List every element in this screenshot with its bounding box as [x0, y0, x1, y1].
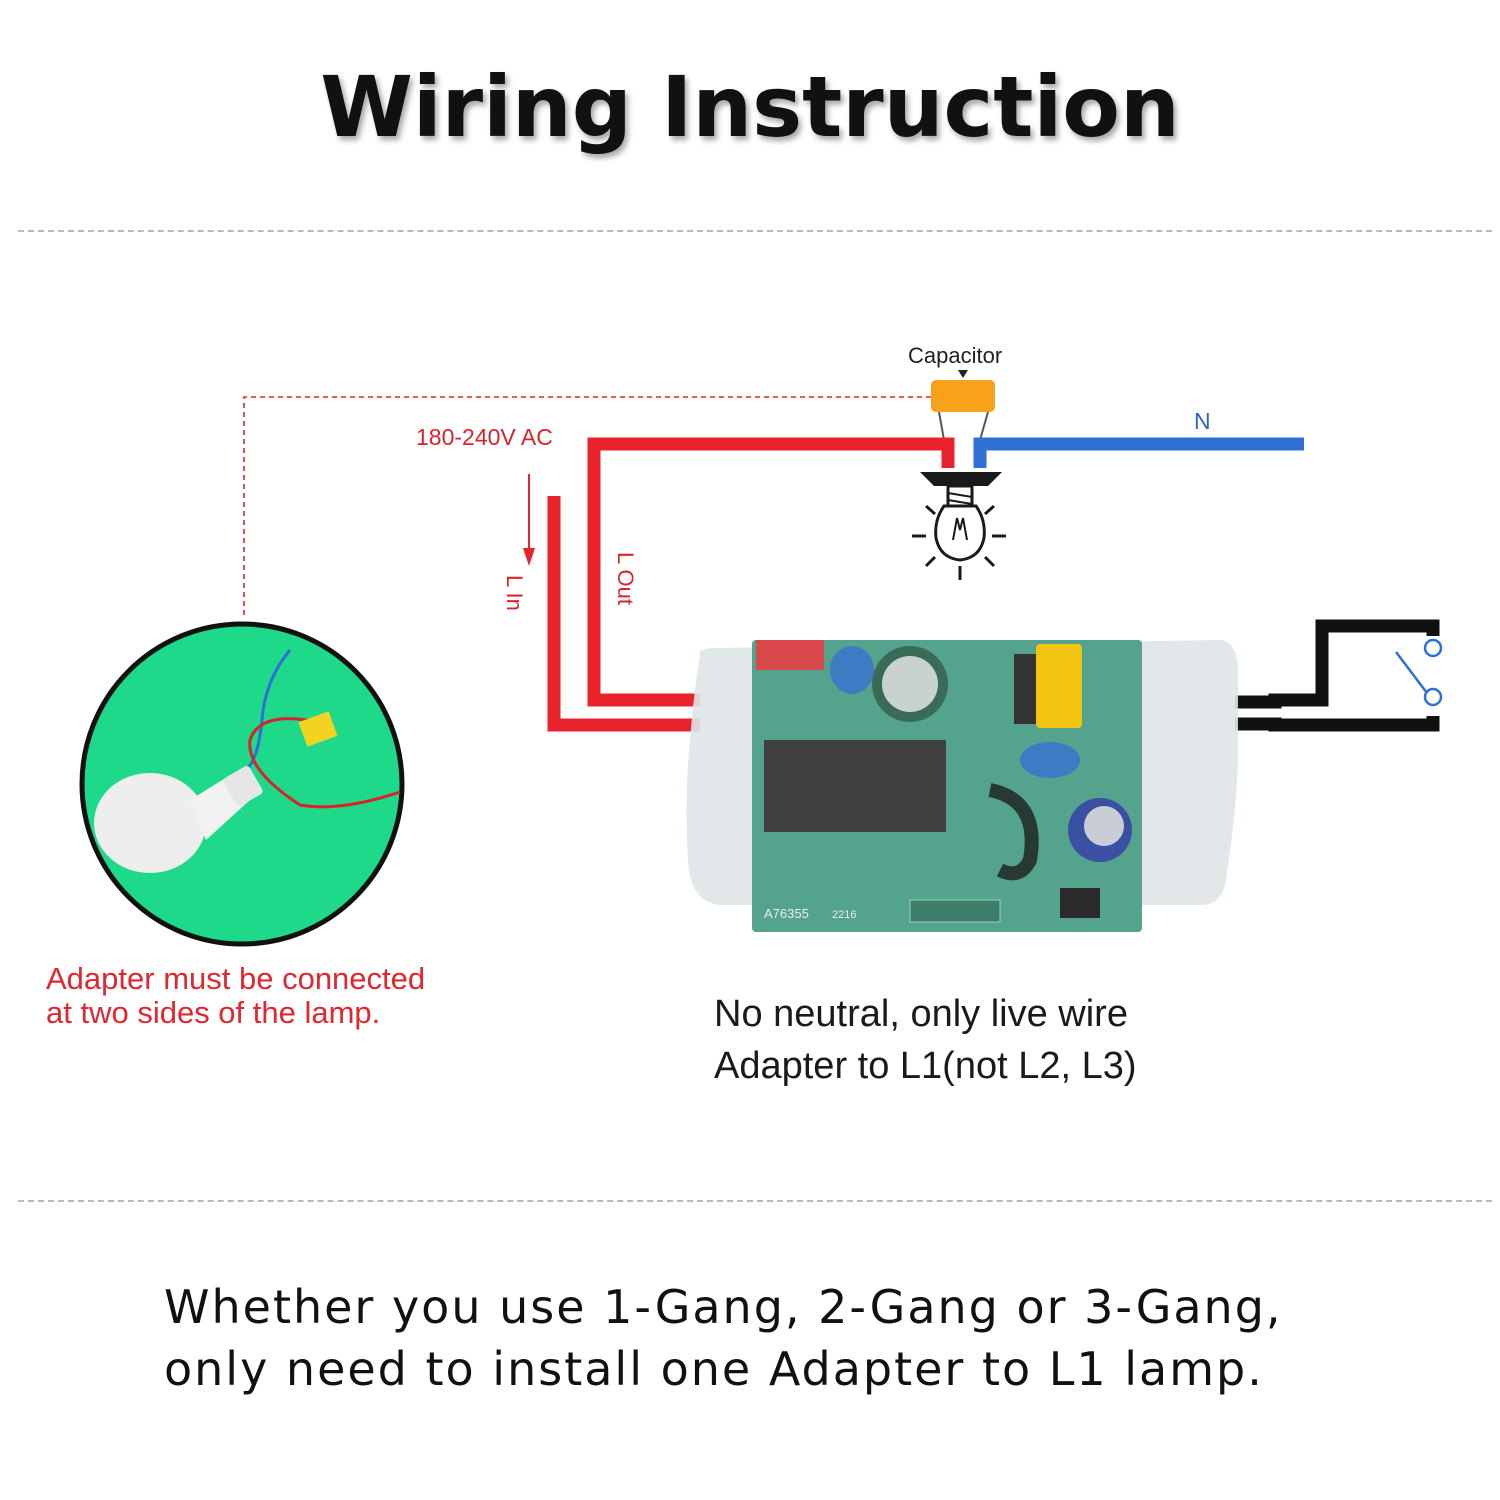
capacitor-lead-right — [979, 411, 989, 441]
transformer-component — [1036, 644, 1082, 728]
guide-dashed-line — [243, 396, 945, 615]
wiring-note-line-1: No neutral, only live wire — [714, 993, 1128, 1035]
top-divider — [18, 230, 1492, 232]
light-bulb-icon — [912, 472, 1006, 580]
page-title: Wiring Instruction — [320, 58, 1180, 156]
lamp-photo — [79, 621, 405, 947]
adapter-module: A76355 2216 — [686, 640, 1239, 932]
adapter-note: Adapter must be connected at two sides o… — [46, 962, 425, 1030]
wiring-note: No neutral, only live wire Adapter to L1… — [714, 988, 1137, 1092]
footer-text: Whether you use 1-Gang, 2-Gang or 3-Gang… — [164, 1276, 1283, 1400]
arrow-down-icon — [523, 548, 535, 566]
relay-component — [764, 740, 946, 832]
wiring-note-line-2: Adapter to L1(not L2, L3) — [714, 1045, 1137, 1087]
l-out-label: L Out — [613, 552, 638, 605]
neutral-label: N — [1194, 408, 1211, 434]
adapter-note-line-1: Adapter must be connected — [46, 961, 426, 996]
voltage-label: 180-240V AC — [416, 424, 553, 450]
neutral-wire — [973, 437, 1304, 468]
footer-line-2: only need to install one Adapter to L1 l… — [164, 1342, 1264, 1396]
switch-wire-gap — [1265, 710, 1445, 714]
switch-icon — [1395, 636, 1446, 716]
bottom-divider — [18, 1200, 1492, 1202]
l-in-label: L In — [502, 575, 527, 611]
capacitor-label: Capacitor — [908, 343, 1003, 368]
adapter-note-line-2: at two sides of the lamp. — [46, 995, 381, 1030]
capacitor-blue-1 — [830, 646, 874, 694]
l-in-wire — [547, 496, 700, 732]
capacitor-lead-left — [938, 411, 945, 441]
l-out-wire — [587, 437, 955, 707]
footer-line-1: Whether you use 1-Gang, 2-Gang or 3-Gang… — [164, 1280, 1283, 1334]
fuse-component — [756, 640, 824, 670]
board-code-2: 2216 — [832, 909, 856, 921]
capacitor-blue-2 — [1020, 742, 1080, 778]
capacitor-component — [931, 380, 995, 412]
board-code-1: A76355 — [764, 906, 809, 921]
capacitor-pointer-icon — [958, 370, 968, 378]
switch-wire-top — [1235, 619, 1440, 709]
switch-wire-bottom — [1235, 704, 1440, 732]
